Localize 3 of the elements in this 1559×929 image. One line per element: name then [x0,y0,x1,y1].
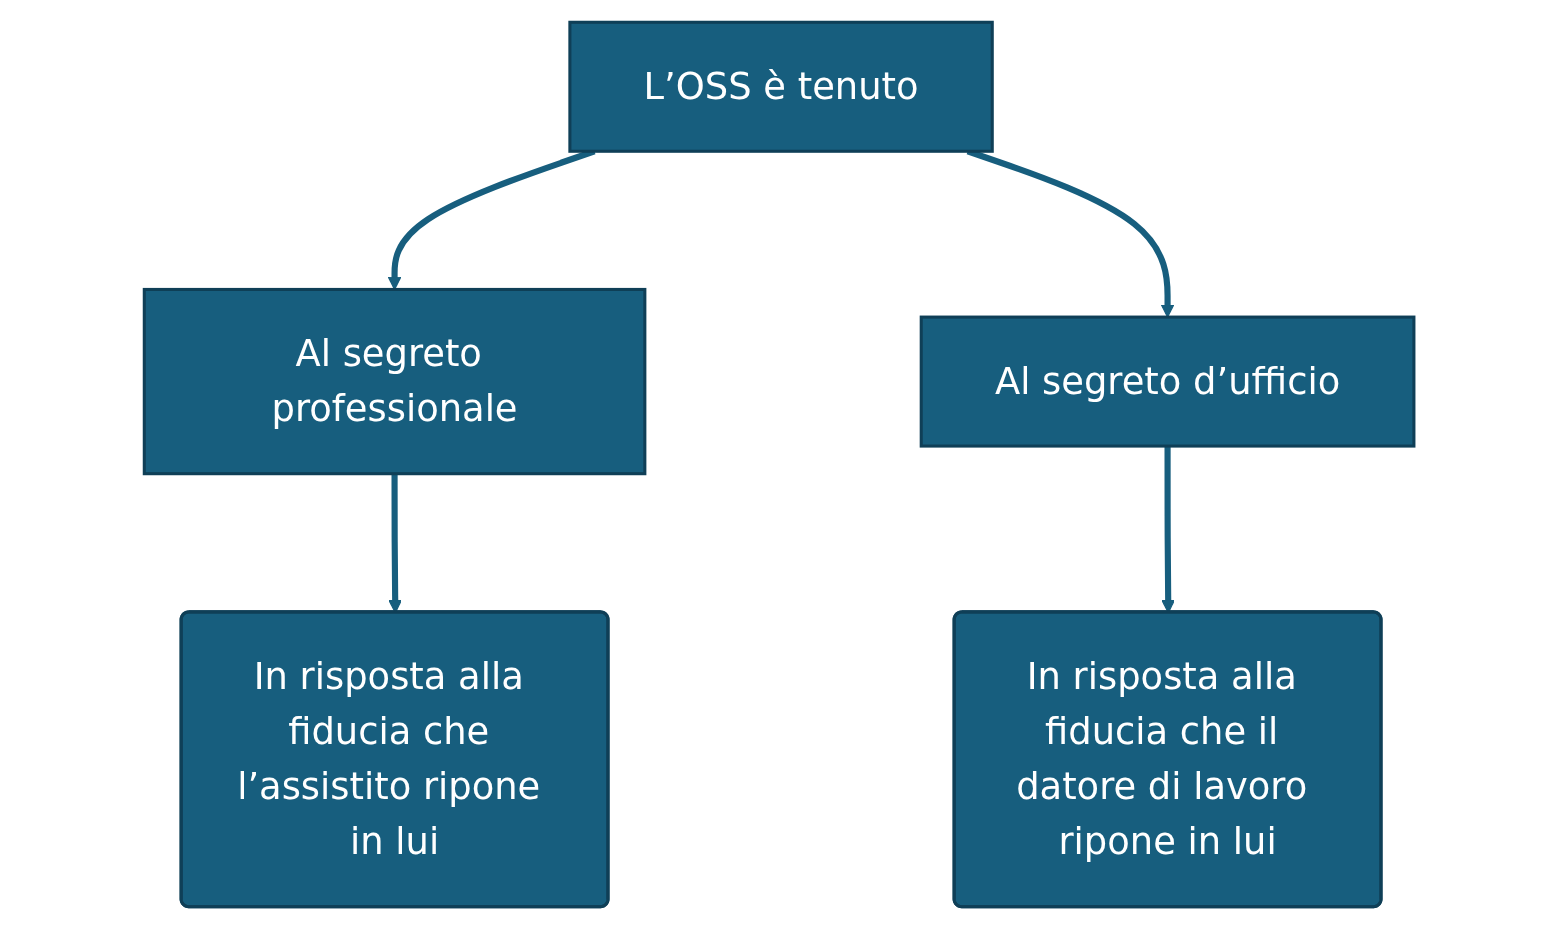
node-box: Al segreto professionale [143,287,647,476]
node-box: Al segreto d’ufficio [920,315,1416,448]
node-box: L’OSS è tenuto [568,20,995,153]
